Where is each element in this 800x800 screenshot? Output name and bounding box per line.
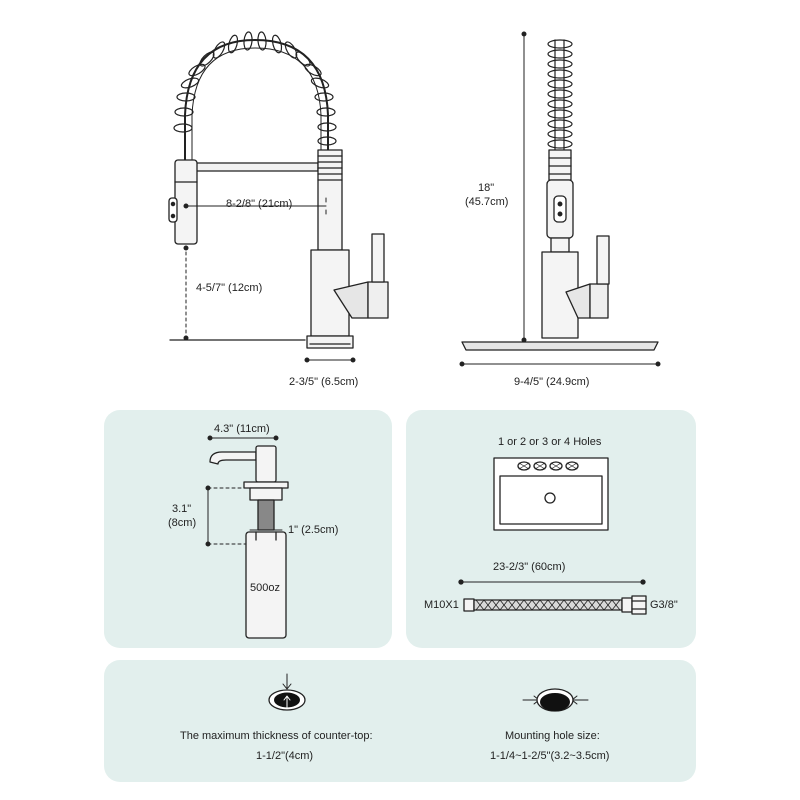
soap-dispenser-drawing [209,445,289,639]
front-spring-coils [547,39,573,149]
hose-right-fitting-label: G3/8" [650,599,678,611]
spout-height-label: 4-5/7" (12cm) [196,282,263,294]
base-diameter-label: 2-3/5" (6.5cm) [289,376,359,388]
spout-reach-label: 8-2/8" (21cm) [226,198,293,210]
sink-drawing [493,457,609,531]
hose-left-fitting-label: M10X1 [424,599,459,611]
bottle-capacity-label: 500oz [250,582,280,594]
dispenser-height-metric-label: (8cm) [168,517,197,529]
faucet-side-dimensions [183,197,356,363]
total-height-metric-label: (45.7cm) [465,196,509,208]
total-height-label: 18" [478,182,495,194]
faucet-side-view [168,31,389,349]
mounting-hole-label: Mounting hole size: [505,730,600,742]
dispenser-height-label: 3.1" [172,503,192,515]
deck-plate-width-label: 9-4/5" (24.9cm) [514,376,590,388]
counter-panel [104,660,696,782]
dispenser-width-label: 4.3" (11cm) [214,423,270,435]
soap-dispenser-dimensions [205,435,283,547]
mounting-hole-icon [522,688,589,712]
countertop-thickness-label: The maximum thickness of counter-top: [180,730,373,742]
holes-label: 1 or 2 or 3 or 4 Holes [498,436,602,448]
countertop-thickness-icon [268,673,306,711]
hose-length-label: 23-2/3" (60cm) [493,561,566,573]
spring-coils [173,31,337,146]
dispenser-thread-label: 1" (2.5cm) [288,524,339,536]
countertop-thickness-value: 1-1/2"(4cm) [256,750,314,762]
hose-drawing [458,579,647,615]
mounting-hole-value: 1-1/4~1-2/5"(3.2~3.5cm) [490,750,610,762]
faucet-front-view [461,39,659,351]
faucet-front-dimensions [459,31,661,367]
